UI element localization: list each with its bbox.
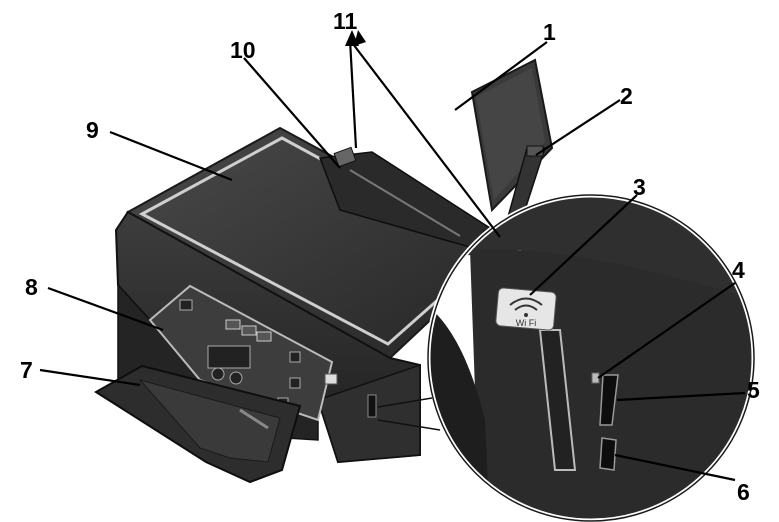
callout-6: 6 bbox=[737, 479, 750, 505]
paper-support bbox=[470, 58, 554, 213]
callout-5: 5 bbox=[747, 377, 760, 403]
leader-arrow-11b bbox=[354, 30, 366, 46]
paper-exit-tray bbox=[94, 364, 302, 484]
leader-lines bbox=[39, 39, 746, 482]
wifi-badge-small bbox=[324, 373, 338, 385]
callout-2: 2 bbox=[620, 83, 633, 109]
callout-1: 1 bbox=[543, 19, 556, 45]
callout-11: 11 bbox=[333, 8, 358, 34]
card-reader-light bbox=[591, 372, 600, 384]
callout-7: 7 bbox=[20, 357, 33, 383]
memory-card-slot bbox=[599, 374, 619, 426]
callout-4: 4 bbox=[732, 257, 745, 283]
callout-10: 10 bbox=[230, 37, 256, 63]
wifi-indicator-badge: Wi Fi bbox=[495, 287, 557, 331]
pictbridge-port bbox=[599, 437, 617, 471]
card-slot-small bbox=[367, 394, 377, 418]
callout-9: 9 bbox=[86, 117, 99, 143]
control-panel bbox=[148, 284, 334, 422]
wifi-badge-text: Wi Fi bbox=[516, 318, 537, 328]
callout-3: 3 bbox=[633, 174, 646, 200]
zoom-detail: Wi Fi bbox=[377, 192, 757, 522]
callout-8: 8 bbox=[25, 274, 38, 300]
